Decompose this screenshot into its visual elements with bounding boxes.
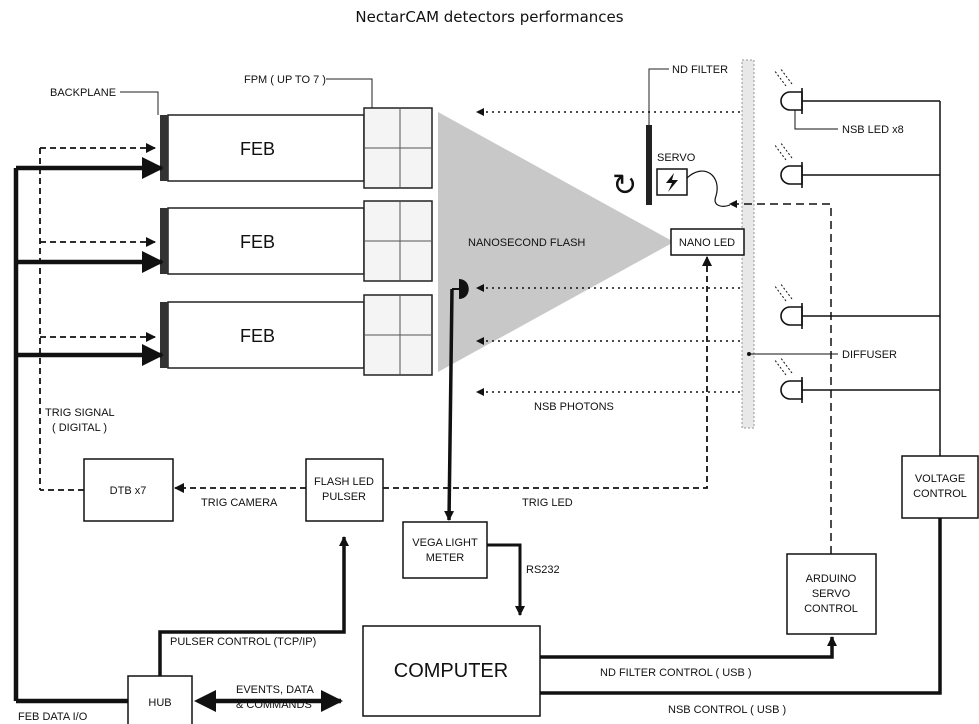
feb-data-io-label: FEB DATA I/O [18,711,88,723]
light-cone [438,112,674,372]
servo-bolt-icon [666,173,678,192]
nanosecond-flash-label: NANOSECOND FLASH [468,237,585,249]
trig-camera-label: TRIG CAMERA [201,497,278,509]
rs232-line [487,543,525,616]
nd-filter-control-label: ND FILTER CONTROL ( USB ) [600,667,752,679]
light-meter-cable [444,288,455,521]
rotate-icon: ↻ [612,169,637,202]
arduino-box [786,553,877,635]
nd-filter-label: ND FILTER [672,64,728,76]
nsb-led-2 [780,162,803,188]
nsb-photons-label: NSB PHOTONS [534,401,614,413]
nsb-control-line [540,497,945,695]
flash-led-label-2: PULSER [322,491,366,503]
servo-control-line [729,200,832,554]
nd-filter [646,125,652,205]
arduino-label-1: ARDUINO [806,573,857,585]
voltage-label-2: CONTROL [913,488,967,500]
rs232-label: RS232 [526,564,560,576]
nsb-led-wires [802,100,940,391]
nsb-photons-arrows [476,108,740,396]
arduino-label-3: CONTROL [804,603,858,615]
led-emission-marks [773,67,793,376]
nd-filter-leader [648,68,669,125]
feb-label-1: FEB [240,139,275,159]
nsb-led-3 [780,303,803,329]
trig-led-label: TRIG LED [522,497,573,509]
events-label-2: & COMMANDS [236,699,312,711]
fpm-leader [326,78,373,108]
diffuser-label: DIFFUSER [842,349,897,361]
feb-module-3 [160,294,433,376]
feb-label-2: FEB [240,232,275,252]
vega-label-1: VEGA LIGHT [412,537,478,549]
trig-signal-bus [39,143,156,491]
fpm-label: FPM ( UP TO 7 ) [244,74,326,86]
vega-light-meter-box [402,521,488,579]
feb-label-3: FEB [240,326,275,346]
dtb-label: DTB x7 [110,485,147,497]
servo-label: SERVO [657,152,696,164]
flash-led-pulser-box [305,458,384,522]
feb-module-2 [160,200,433,282]
trig-signal-label-1: TRIG SIGNAL [45,407,115,419]
diagram-title: NectarCAM detectors performances [355,8,624,26]
nsb-control-label: NSB CONTROL ( USB ) [668,704,786,716]
feb-data-bus [13,157,164,704]
computer-label: COMPUTER [394,660,508,682]
nano-led-label: NANO LED [679,237,735,249]
trig-led-line [383,256,712,489]
vega-label-2: METER [426,552,465,564]
backplane-leader [120,91,159,115]
feb-module-1 [160,107,433,189]
voltage-control-box [901,455,979,519]
flash-led-label-1: FLASH LED [314,476,374,488]
pulser-control-label: PULSER CONTROL (TCP/IP) [170,636,316,648]
nsb-led-label: NSB LED x8 [842,124,904,136]
nsb-led-leader [794,110,838,130]
events-label-1: EVENTS, DATA [236,684,314,696]
trig-signal-label-2: ( DIGITAL ) [52,422,107,434]
voltage-label-1: VOLTAGE [915,473,965,485]
nsb-led-1 [780,88,803,114]
servo-cable [686,170,731,207]
nd-filter-control-line [540,636,837,659]
arduino-label-2: SERVO [812,588,851,600]
light-sensor-icon [459,279,469,299]
pulser-control-line [158,536,349,676]
dtb-box [83,458,174,522]
backplane-label: BACKPLANE [50,87,116,99]
nano-led-box [670,228,745,256]
hub-label: HUB [148,697,171,709]
computer-box [362,625,541,717]
nsb-led-4 [780,377,803,403]
